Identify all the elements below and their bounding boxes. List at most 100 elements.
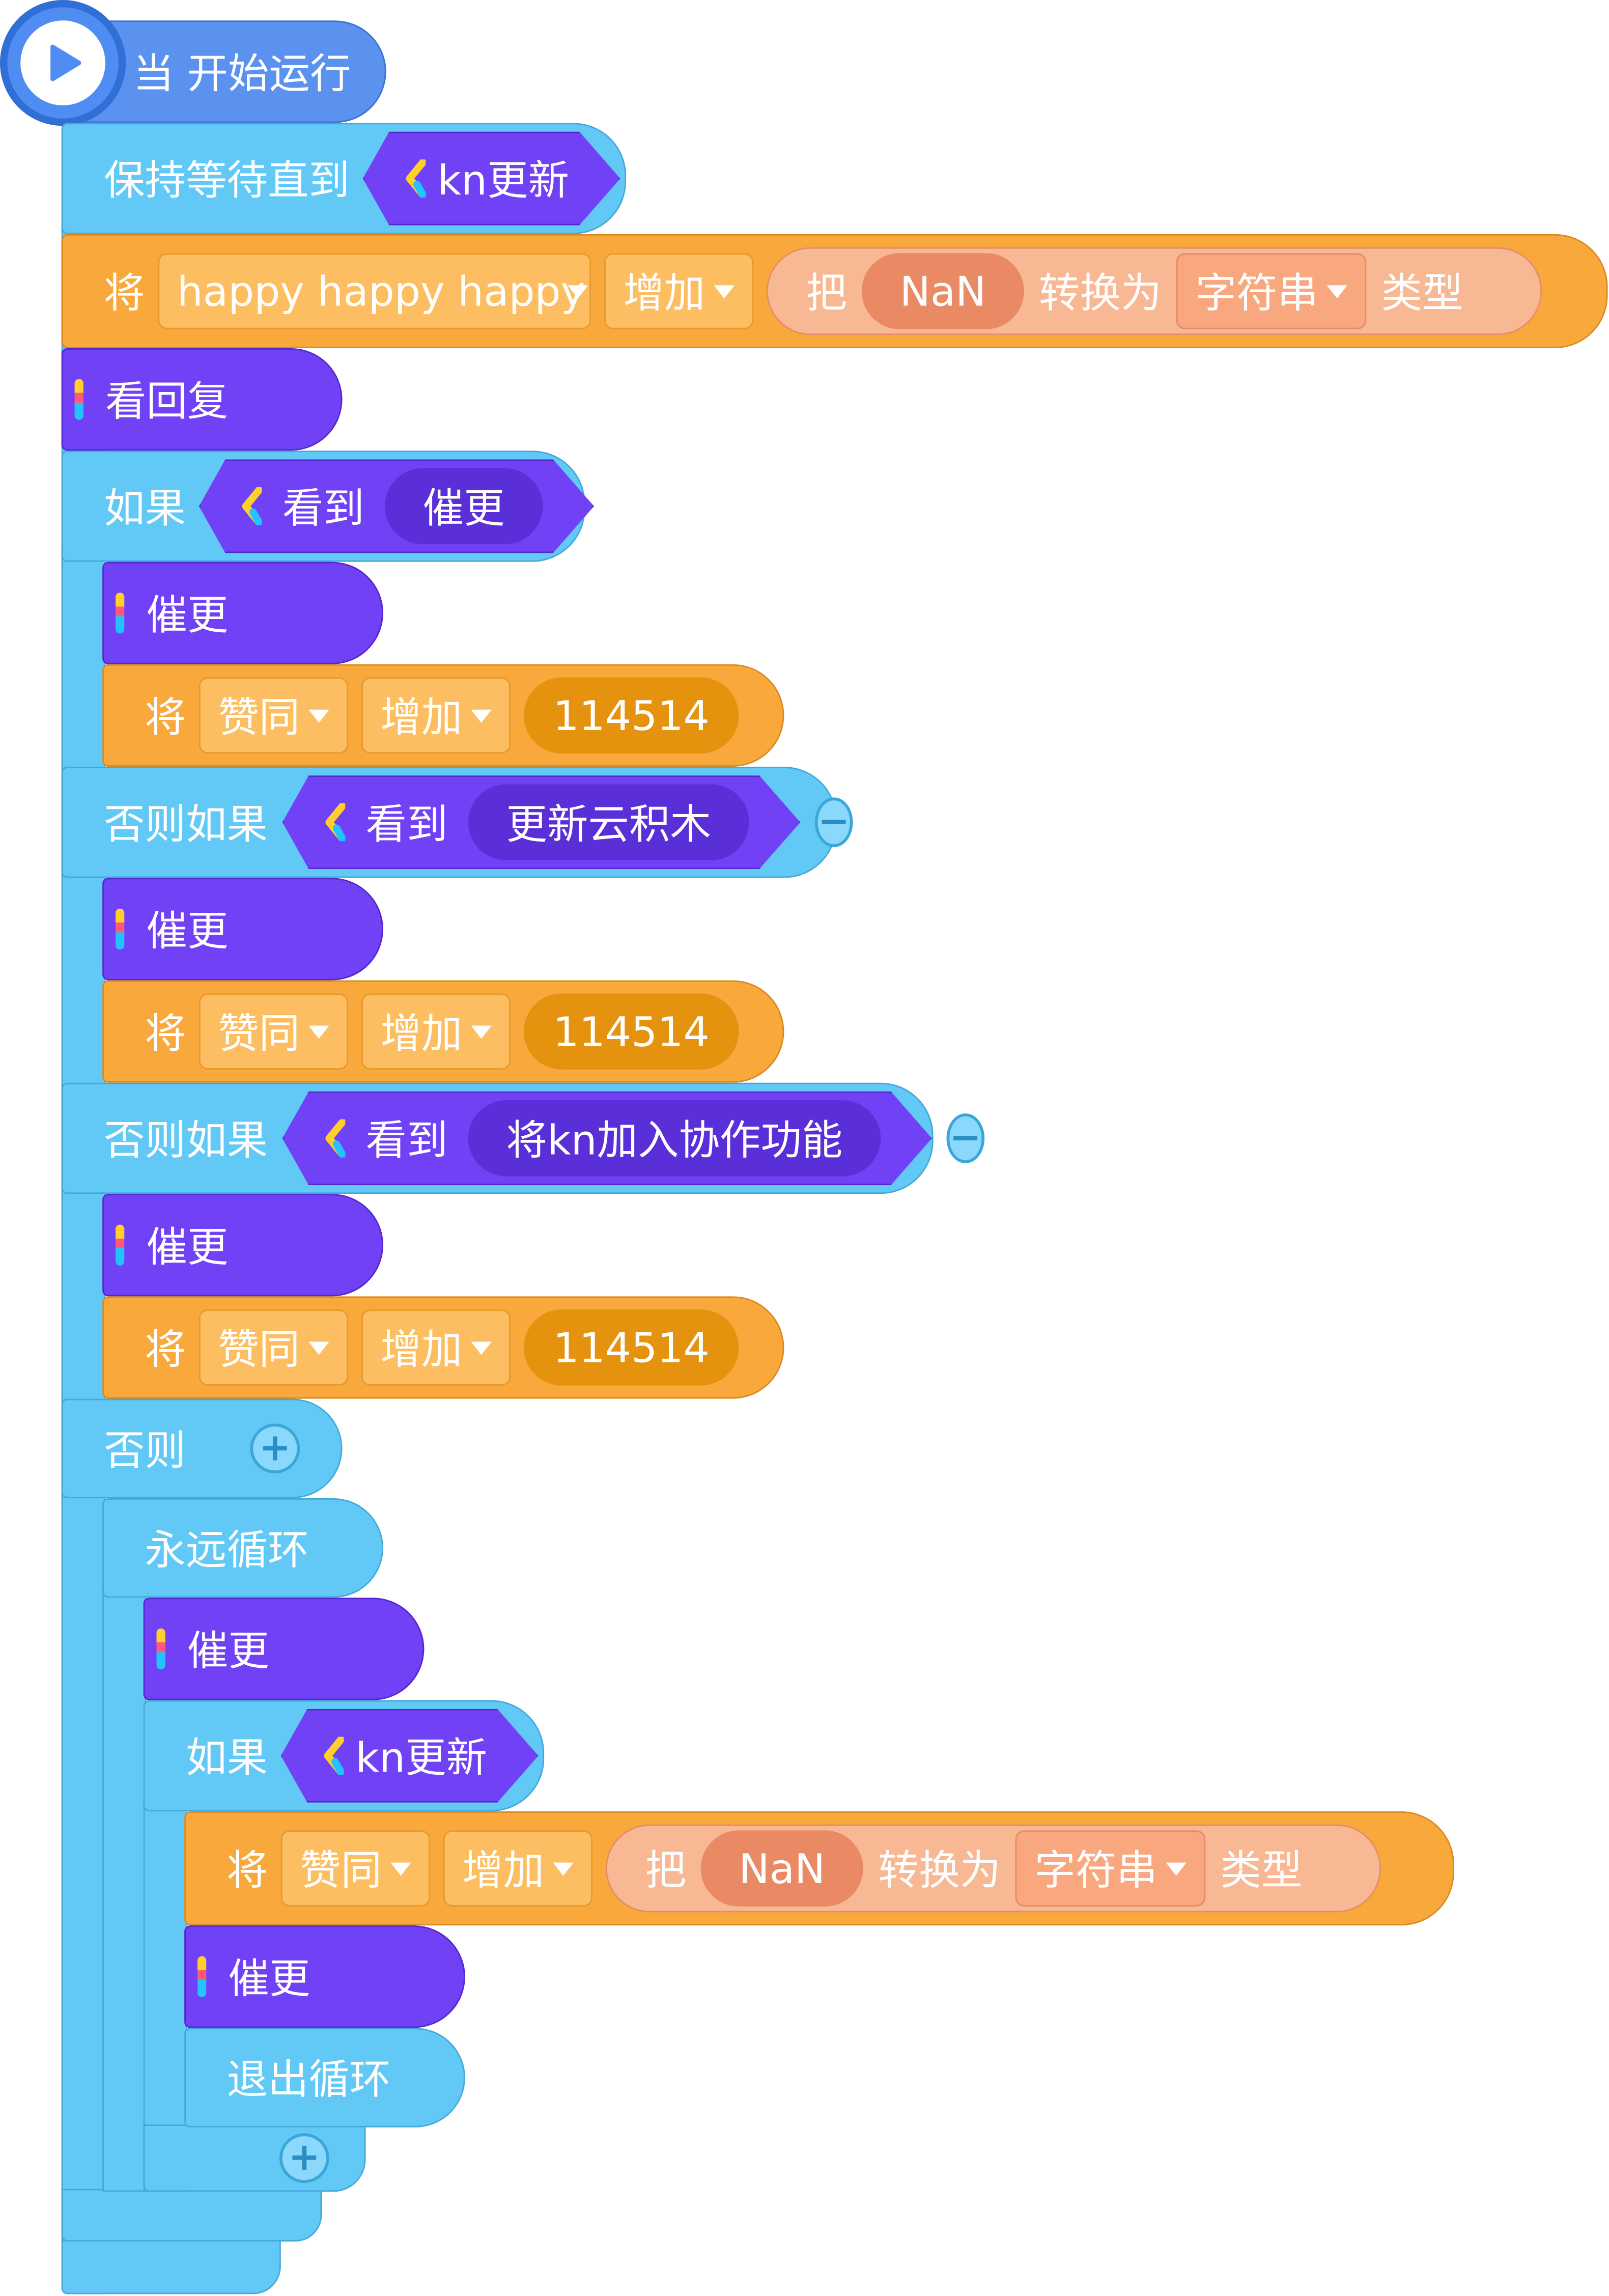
op-dropdown[interactable]: 增加	[443, 1830, 593, 1907]
op-label: 增加	[380, 1325, 463, 1374]
change-variable-block[interactable]: 将 happy happy happy 增加 把 NaN 转换为 字符串 类型	[61, 234, 1608, 349]
op-label: 增加	[380, 693, 463, 742]
if-label: 如果	[104, 484, 186, 533]
play-icon[interactable]	[0, 0, 126, 126]
kn-bar-icon	[116, 592, 125, 634]
kn-logo-icon	[325, 803, 345, 842]
type-dropdown[interactable]: 字符串	[1176, 253, 1367, 329]
kn-logo-icon	[241, 487, 262, 525]
kn-update-condition[interactable]: kn更新	[281, 1709, 539, 1803]
chevron-down-icon	[308, 1025, 329, 1039]
chevron-down-icon	[567, 284, 588, 298]
see-item[interactable]: 将kn加入协作功能	[468, 1100, 881, 1176]
convert-post: 类型	[1220, 1846, 1303, 1895]
convert-pre: 把	[645, 1846, 687, 1895]
if1-foot	[61, 2189, 322, 2242]
convert-reporter[interactable]: 把 NaN 转换为 字符串 类型	[605, 1824, 1381, 1913]
urge-update-block[interactable]: 催更	[143, 1598, 425, 1700]
kn-bar-icon	[156, 1628, 165, 1670]
condition-label: kn更新	[355, 1733, 487, 1782]
change-variable-block[interactable]: 将 赞同 增加 把 NaN 转换为 字符串 类型	[184, 1811, 1454, 1926]
if-block[interactable]: 如果 kn更新	[143, 1700, 545, 1812]
change-agree-block[interactable]: 将 赞同 增加 114514	[102, 664, 784, 767]
kn-bar-icon	[74, 379, 83, 420]
chevron-down-icon	[308, 1341, 329, 1354]
nan-value[interactable]: NaN	[861, 253, 1025, 329]
convert-reporter[interactable]: 把 NaN 转换为 字符串 类型	[767, 247, 1542, 335]
add-branch-button[interactable]: +	[250, 1423, 300, 1474]
else-label: 否则	[104, 1426, 186, 1475]
kn-bar-icon	[116, 908, 125, 950]
change-agree-block[interactable]: 将 赞同 增加 114514	[102, 980, 784, 1083]
kn-logo-icon	[323, 1737, 344, 1775]
change-agree-block[interactable]: 将 赞同 增加 114514	[102, 1296, 784, 1399]
urge-update-block[interactable]: 催更	[102, 1194, 383, 1297]
type-label: 字符串	[1034, 1846, 1158, 1895]
urge-update-block[interactable]: 催更	[102, 562, 383, 664]
amount-input[interactable]: 114514	[524, 993, 739, 1070]
variable-name: 赞同	[218, 693, 300, 742]
variable-dropdown[interactable]: 赞同	[199, 1309, 349, 1386]
else-if-label: 否则如果	[104, 1116, 268, 1165]
variable-dropdown[interactable]: 赞同	[199, 677, 349, 754]
add-branch-button[interactable]: +	[279, 2133, 329, 2183]
chevron-down-icon	[471, 709, 492, 722]
urge-update-block[interactable]: 催更	[102, 878, 383, 981]
chevron-down-icon	[553, 1862, 574, 1875]
variable-dropdown[interactable]: happy happy happy	[158, 253, 591, 329]
else-if-block[interactable]: 否则如果 看到 更新云积木 −	[61, 766, 853, 878]
wait-until-block[interactable]: 保持等待直到 kn更新	[61, 123, 627, 234]
if2-foot: +	[143, 2124, 366, 2192]
convert-mid: 转换为	[878, 1846, 1001, 1895]
remove-branch-button[interactable]: −	[946, 1113, 984, 1163]
amount-input[interactable]: 114514	[524, 677, 739, 754]
chevron-down-icon	[714, 284, 735, 298]
op-dropdown[interactable]: 增加	[604, 253, 754, 329]
convert-post: 类型	[1381, 269, 1463, 318]
see-item[interactable]: 催更	[385, 468, 543, 544]
see-condition[interactable]: 看到 催更	[199, 459, 594, 553]
set-word: 将	[104, 269, 145, 318]
variable-dropdown[interactable]: 赞同	[280, 1830, 431, 1907]
op-label: 增加	[380, 1010, 463, 1058]
break-loop-block[interactable]: 退出循环	[184, 2028, 465, 2127]
else-block[interactable]: 否则 +	[61, 1398, 343, 1498]
chevron-down-icon	[471, 1025, 492, 1039]
see-label: 看到	[365, 1116, 448, 1165]
else-if-block[interactable]: 否则如果 看到 将kn加入协作功能 −	[61, 1082, 984, 1194]
urge-update-block[interactable]: 催更	[184, 1925, 465, 2028]
set-word: 将	[145, 1325, 186, 1374]
op-dropdown[interactable]: 增加	[361, 993, 511, 1070]
kn-update-condition[interactable]: kn更新	[363, 132, 620, 226]
variable-dropdown[interactable]: 赞同	[199, 993, 349, 1070]
see-item[interactable]: 更新云积木	[468, 784, 749, 860]
type-dropdown[interactable]: 字符串	[1015, 1830, 1206, 1907]
type-label: 字符串	[1195, 269, 1318, 318]
urge-label: 催更	[146, 907, 229, 956]
op-dropdown[interactable]: 增加	[361, 677, 511, 754]
forever-block[interactable]: 永远循环	[102, 1498, 383, 1598]
chevron-down-icon	[1327, 284, 1348, 298]
see-condition[interactable]: 看到 将kn加入协作功能	[283, 1091, 932, 1185]
op-label: 增加	[462, 1846, 545, 1895]
if-block[interactable]: 如果 看到 催更	[61, 451, 585, 562]
forever-label: 永远循环	[145, 1526, 309, 1575]
variable-name: 赞同	[300, 1846, 382, 1895]
if-label: 如果	[185, 1733, 268, 1782]
urge-label: 催更	[146, 591, 229, 639]
set-word: 将	[227, 1846, 268, 1895]
condition-label: kn更新	[437, 156, 569, 205]
view-reply-block[interactable]: 看回复	[61, 348, 343, 451]
op-dropdown[interactable]: 增加	[361, 1309, 511, 1386]
see-condition[interactable]: 看到 更新云积木	[283, 775, 800, 869]
nan-value[interactable]: NaN	[700, 1830, 864, 1907]
set-word: 将	[145, 1010, 186, 1058]
remove-branch-button[interactable]: −	[814, 797, 853, 848]
amount-input[interactable]: 114514	[524, 1309, 739, 1386]
else-if-label: 否则如果	[104, 800, 268, 849]
kn-bar-icon	[116, 1224, 125, 1266]
urge-label: 催更	[187, 1627, 269, 1675]
set-word: 将	[145, 693, 186, 742]
wait-label: 保持等待直到	[104, 156, 350, 205]
